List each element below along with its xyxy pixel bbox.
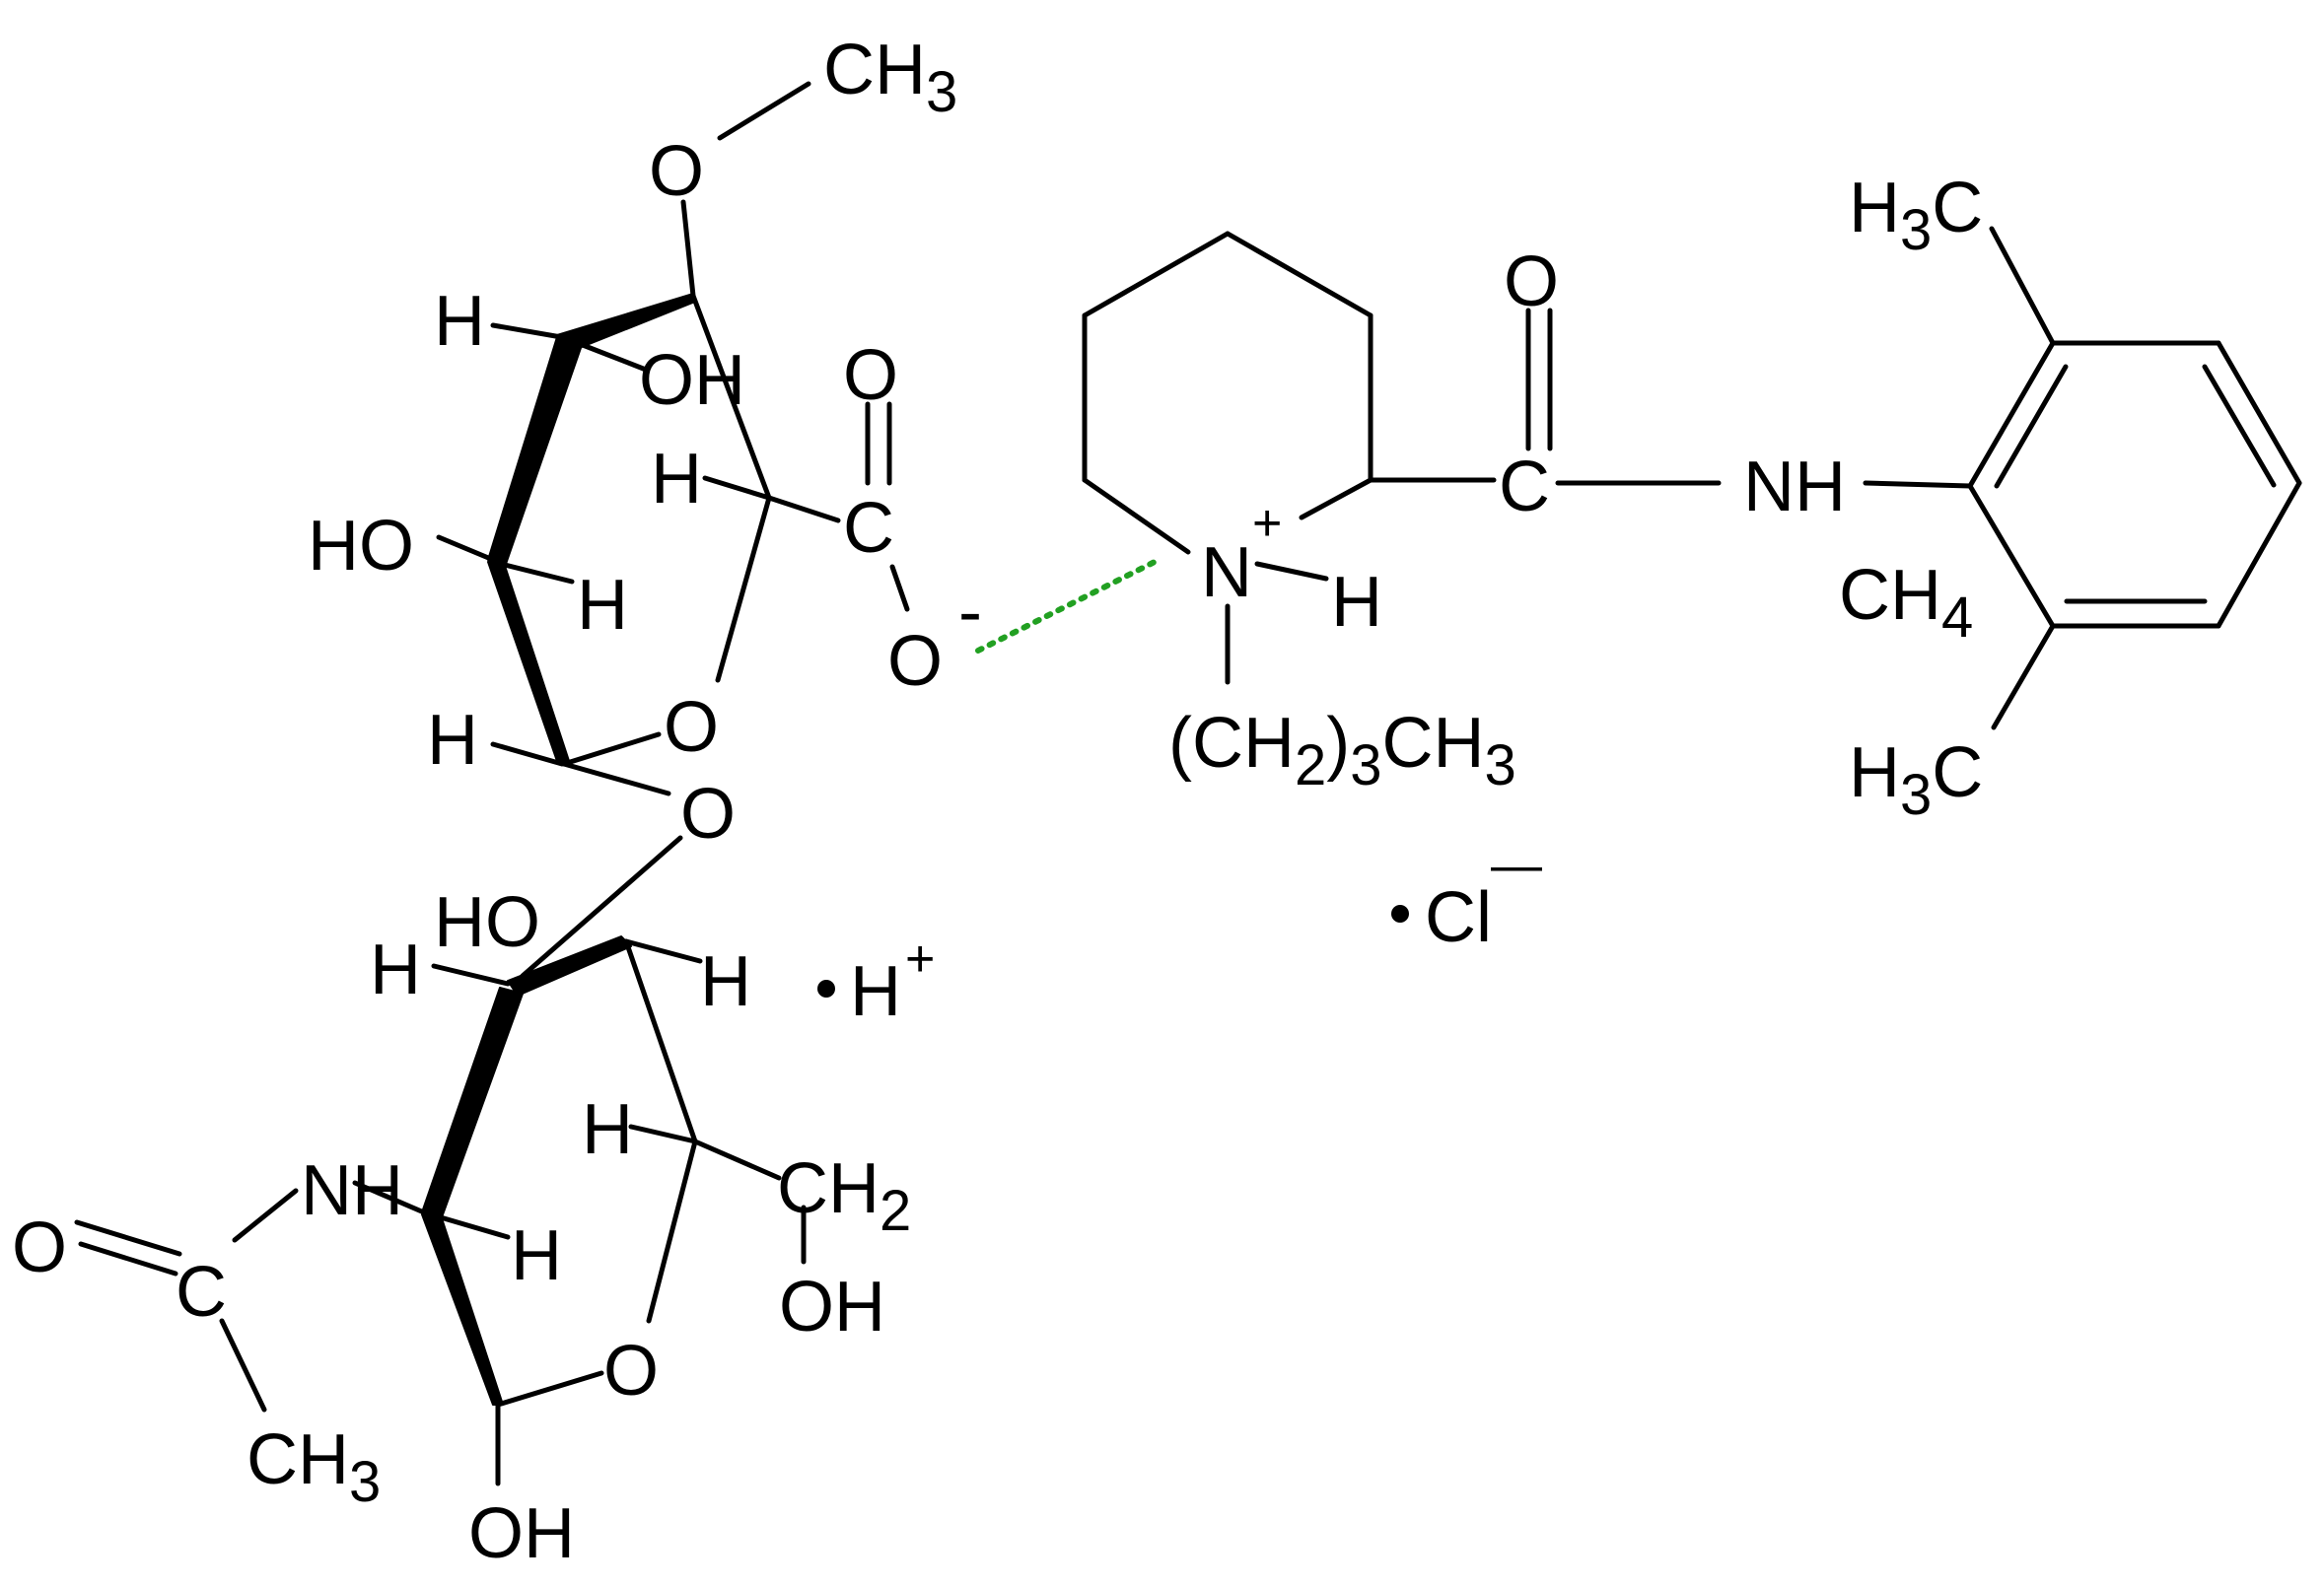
label-methoxy-o: O (649, 132, 704, 211)
bond-ar-6 (1967, 483, 2056, 629)
hydrogen-bond-dotted (975, 557, 1162, 654)
bond-c4-ringo (561, 731, 662, 767)
bond-ar-4 (2216, 480, 2302, 629)
label-piperidine-n: N (1201, 533, 1252, 612)
label-h-c5b: H (582, 1090, 633, 1169)
benzene-ring (1967, 226, 2302, 730)
label-amide-nh: NH (1743, 448, 1846, 526)
label-nh-acetyl: NH (301, 1151, 403, 1230)
bond-c4b-h-left (431, 963, 511, 987)
label-proton: H (850, 952, 901, 1031)
bond-pip-1 (1225, 231, 1373, 318)
dot-proton (817, 980, 835, 998)
label-h-c1: H (434, 282, 485, 361)
label-oh-ch2: OH (779, 1268, 885, 1346)
bond-n-h (1254, 561, 1329, 582)
label-h-c2: H (577, 566, 628, 645)
bond-c3b-c5b (623, 938, 698, 1144)
bond-ar-ch3-top (1989, 226, 2056, 346)
bond-c1b-ringo (495, 1370, 604, 1408)
label-methoxy-ch3: CH3 (823, 31, 957, 124)
label-h-c3: H (427, 701, 478, 780)
bond-ar-1-inner (1994, 364, 2069, 489)
upper-sugar-ring (436, 81, 910, 796)
label-chloride: Cl (1425, 878, 1492, 957)
bond-pip-3 (1299, 477, 1373, 520)
label-ar-ch3-top: H3C (1849, 169, 1983, 262)
wedge-c2-c3 (487, 336, 583, 568)
bond-ringo-c5b (646, 1139, 698, 1324)
bond-c2-h (498, 561, 575, 585)
label-h-c4b-right: H (700, 942, 751, 1021)
label-butyl: (CH2)3CH3 (1168, 704, 1516, 797)
bond-c1-c5 (690, 293, 772, 501)
label-carboxyl-o-double: O (843, 336, 898, 415)
wedge-c2b-c1b (421, 1213, 504, 1406)
bond-c4-glyco-o (561, 761, 671, 796)
dot-chloride (1391, 905, 1409, 923)
bond-c5-h (702, 475, 772, 501)
lower-sugar-ring (74, 835, 807, 1486)
label-ring-o-b: O (603, 1332, 659, 1411)
label-proton-charge: + (905, 931, 935, 988)
bond-ar-ch3-bottom (1991, 623, 2056, 730)
bond-acetyl-c-o-2 (78, 1241, 178, 1277)
bond-pip-6 (1082, 231, 1231, 318)
bond-ar-3 (2216, 340, 2302, 486)
label-carboxyl-c: C (843, 489, 894, 568)
label-ar-ch4: CH4 (1839, 556, 1973, 650)
wedge-c4b-c2b (421, 987, 524, 1218)
bond-c2b-h (431, 1212, 511, 1240)
bond-ringo-c5 (715, 495, 772, 683)
bond-pip-4 (1082, 477, 1191, 555)
wedge-c1-c2 (556, 293, 696, 348)
label-ch2: CH2 (777, 1149, 911, 1243)
bond-c-o-minus (889, 564, 910, 612)
label-minus-charge: - (958, 573, 982, 652)
label-h-c2b: H (511, 1216, 562, 1295)
piperidine-ring (1082, 231, 1973, 685)
label-n-h: H (1331, 563, 1382, 642)
bond-c2b-nh (352, 1180, 427, 1215)
label-ho-c4b: HO (434, 883, 540, 962)
bond-methoxy-o-c1 (680, 199, 696, 299)
label-chloride-charge: — (1491, 837, 1542, 894)
bond-ar-3-inner (2202, 364, 2277, 488)
bond-c2-ho (436, 534, 501, 565)
bond-c1-h (490, 322, 570, 341)
label-ho-c2: HO (308, 507, 414, 586)
label-ar-ch3-bottom: H3C (1849, 733, 1983, 827)
label-h-c5: H (651, 440, 702, 518)
bond-acetyl-c-o-1 (74, 1219, 182, 1257)
label-oh-anomeric: OH (468, 1494, 575, 1573)
bond-ar-1 (1967, 340, 2056, 489)
label-ring-o: O (664, 688, 719, 767)
label-glycosidic-o: O (680, 775, 736, 854)
label-acetyl-ch3: CH3 (246, 1420, 381, 1514)
bond-c5-carboxyl (766, 495, 841, 523)
label-amide-c: C (1499, 448, 1550, 526)
bond-glyco-o-c4b (520, 835, 683, 979)
wedge-c3-c4 (487, 561, 571, 765)
label-oh-c1: OH (639, 341, 745, 420)
bond-nh-acetyl-c (232, 1188, 299, 1243)
bond-nh-aryl (1863, 480, 1973, 489)
label-n-charge: + (1252, 495, 1282, 552)
label-acetyl-c: C (176, 1253, 227, 1332)
bond-c5b-ch2 (692, 1139, 782, 1181)
bond-c3b-h-right (623, 938, 703, 964)
label-h-c4b-left: H (370, 931, 421, 1009)
label-carboxyl-o-minus: O (887, 622, 943, 701)
bond-o-ch3 (717, 81, 811, 141)
label-amide-o: O (1504, 242, 1559, 321)
bond-c3-h (490, 741, 565, 767)
bond-acetyl-c-ch3 (219, 1318, 267, 1413)
label-acetyl-o: O (12, 1208, 67, 1287)
bond-c5b-h (628, 1124, 698, 1144)
